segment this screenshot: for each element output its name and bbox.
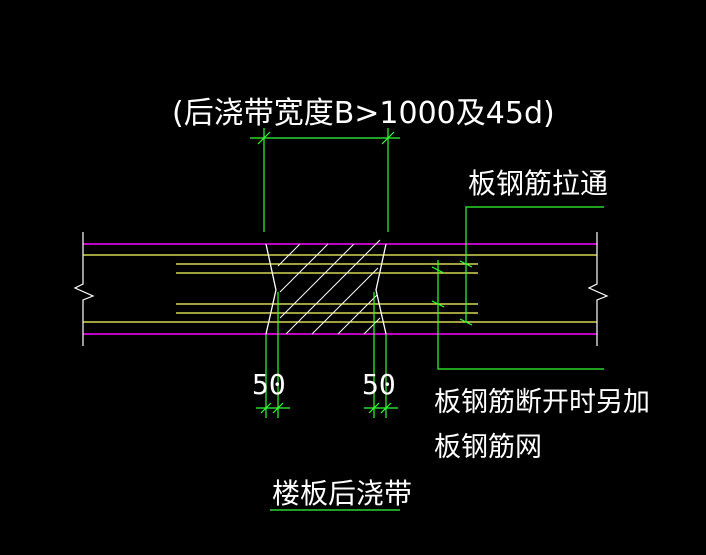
pour-strip-left-boundary <box>265 243 277 335</box>
title-dimension-text: (后浇带宽度B>1000及45d) <box>172 96 555 131</box>
dim50-right-tick2 <box>380 402 392 414</box>
leader-extra <box>437 260 604 370</box>
dim-tick-left <box>257 131 271 145</box>
dim-tick-right <box>381 131 395 145</box>
leader-extra-tick2 <box>431 300 445 308</box>
leader-extra-tick1 <box>431 266 445 274</box>
dim50-left-tick1 <box>260 402 272 414</box>
leader-through-tick2 <box>459 318 473 326</box>
right-break-line <box>587 232 609 346</box>
caption-text: 楼板后浇带 <box>272 477 412 510</box>
label-extra-line2: 板钢筋网 <box>434 432 542 463</box>
pour-strip-right-boundary <box>375 243 387 335</box>
label-extra-line1: 板钢筋断开时另加 <box>434 387 650 418</box>
leader-through-tick1 <box>459 260 473 268</box>
left-break-line <box>73 232 95 346</box>
pour-strip-hatch <box>277 239 381 335</box>
dim-right-value: 50 <box>362 368 396 401</box>
dim50-left-tick2 <box>272 402 284 414</box>
label-through: 板钢筋拉通 <box>468 167 608 200</box>
leader-through <box>465 206 604 322</box>
dim50-right-tick1 <box>368 402 380 414</box>
dim-left-value: 50 <box>252 368 286 401</box>
